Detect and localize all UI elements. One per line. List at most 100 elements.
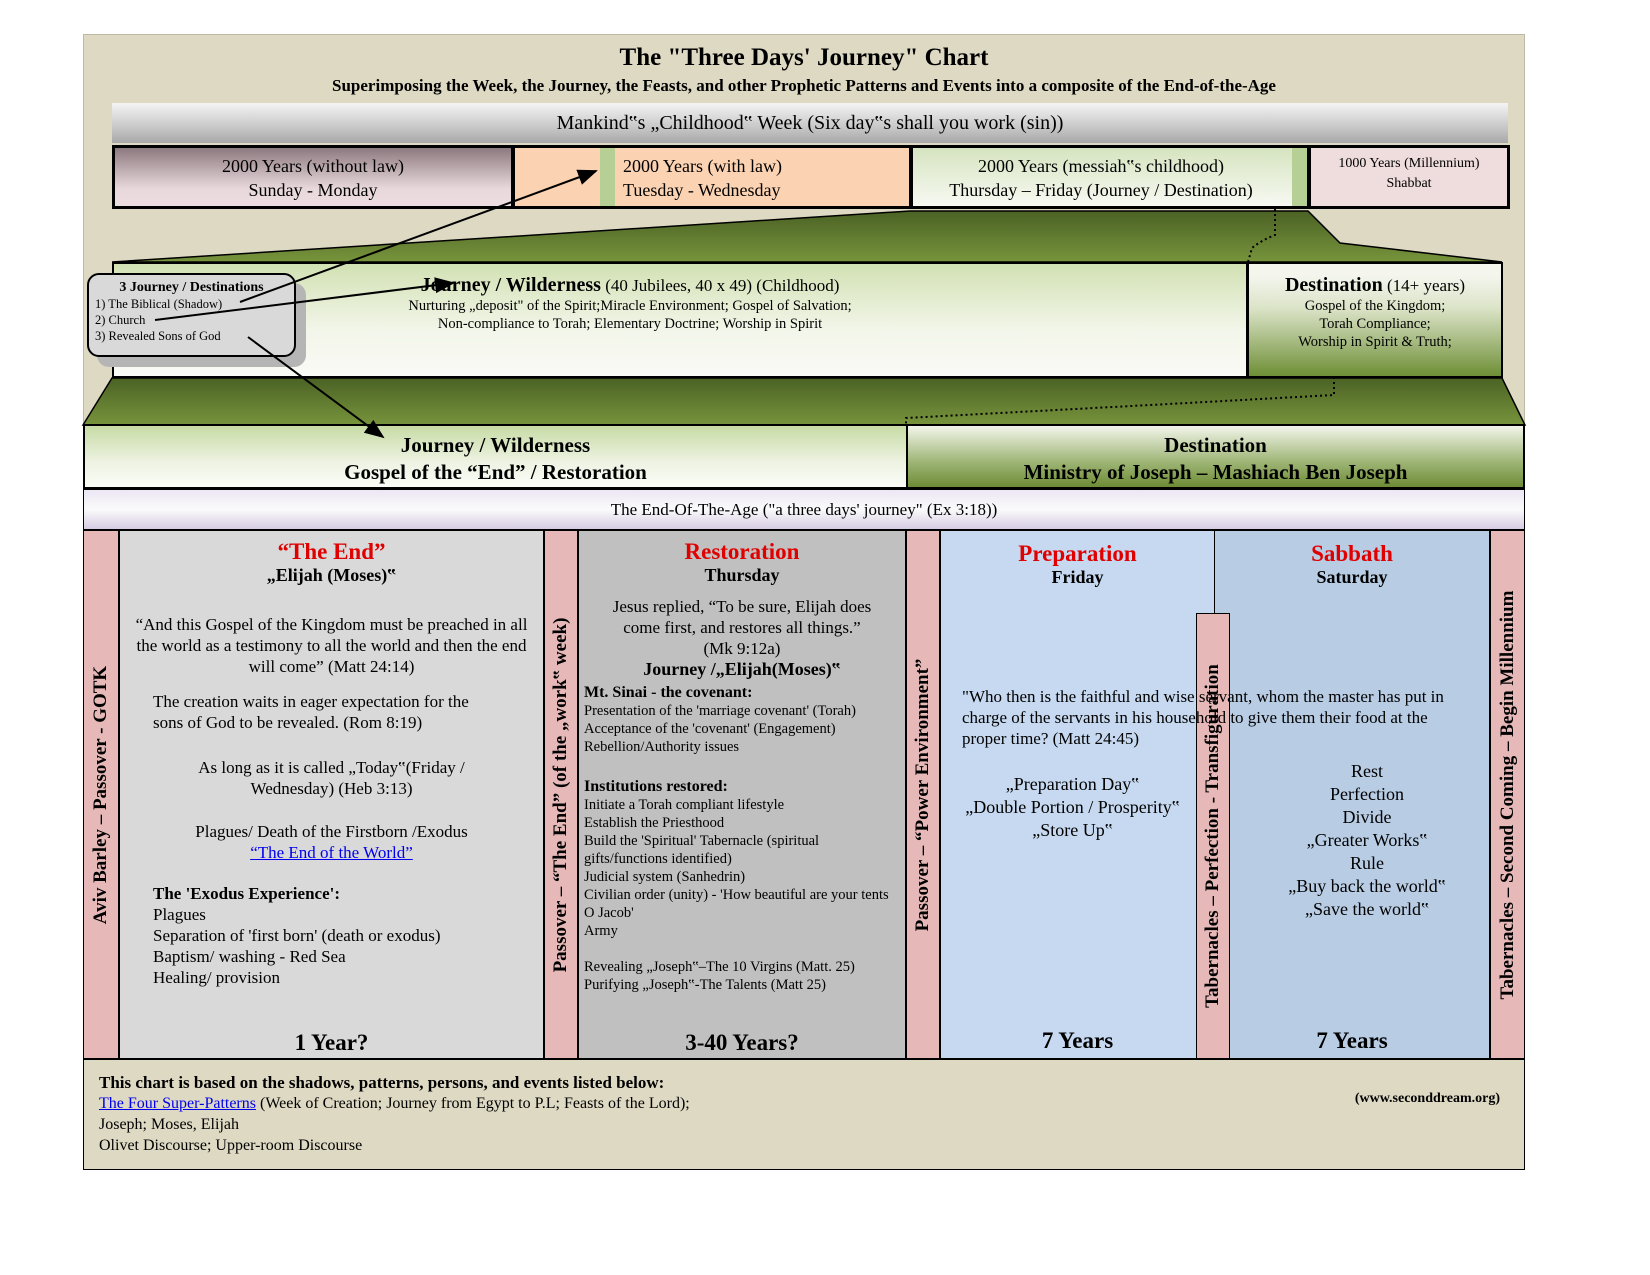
era-line: 1000 Years (Millennium): [1338, 156, 1480, 171]
exodus-item: Plagues: [153, 905, 206, 924]
strip-passover-power: Passover – “Power Environment”: [906, 530, 940, 1059]
chart-subtitle: Superimposing the Week, the Journey, the…: [332, 76, 1276, 95]
lower-funnel: [81, 377, 1527, 426]
institutions-title: Institutions restored:: [584, 778, 728, 795]
column-title: Sabbath: [1311, 541, 1393, 566]
column-subtitle: Thursday: [704, 565, 780, 585]
institution-item: Civilian order (unity) - 'How beautiful …: [584, 887, 889, 921]
end-of-world-link[interactable]: “The End of the World”: [250, 843, 413, 862]
joseph-item: Purifying „Joseph‟-The Talents (Matt 25): [584, 977, 826, 993]
sinai-item: Rebellion/Authority issues: [584, 739, 740, 755]
sabbath-item: Rest: [1350, 761, 1383, 781]
journey-title-suffix: (40 Jubilees, 40 x 49) (Childhood): [600, 276, 840, 295]
strip-label: Aviv Barley – Passover - GOTK: [90, 665, 111, 924]
strip-label: Passover – “Power Environment”: [912, 658, 933, 931]
era-line: Tuesday - Wednesday: [623, 180, 781, 200]
strip-tabernacles-second-coming: Tabernacles – Second Coming – Begin Mill…: [1490, 530, 1525, 1059]
institution-item: Initiate a Torah compliant lifestyle: [584, 797, 785, 813]
destination-box: Destination (14+ years) Gospel of the Ki…: [1247, 262, 1503, 378]
column-title: Preparation: [1018, 541, 1137, 566]
duration: 7 Years: [1041, 1028, 1114, 1053]
strip-passover-end: Passover – “The End” (of the „work‟ week…: [544, 530, 578, 1059]
footer-title: This chart is based on the shadows, patt…: [99, 1073, 665, 1092]
column-title: “The End”: [277, 539, 386, 564]
green-marker: [600, 148, 615, 206]
sabbath-item: „Buy back the world‟: [1288, 876, 1446, 896]
column-restoration: Restoration Thursday Jesus replied, “To …: [578, 530, 906, 1059]
callout-title: 3 Journey / Destinations: [119, 280, 264, 295]
strip-label: Tabernacles – Second Coming – Begin Mill…: [1496, 590, 1518, 999]
green-marker: [1292, 148, 1307, 206]
footer-sources: This chart is based on the shadows, patt…: [83, 1059, 1525, 1170]
exodus-item: Healing/ provision: [153, 968, 281, 987]
header-line: Ministry of Joseph – Mashiach Ben Joseph: [1023, 460, 1408, 484]
callout-item: 3) Revealed Sons of God: [95, 329, 221, 343]
duration: 3-40 Years?: [685, 1030, 799, 1055]
duration: 7 Years: [1316, 1028, 1388, 1053]
column-subtitle: Friday: [1051, 567, 1104, 587]
header-line: Gospel of the “End” / Restoration: [344, 460, 647, 484]
strip-label: Passover – “The End” (of the „work‟ week…: [550, 617, 571, 972]
callout-item: 2) Church: [95, 313, 146, 327]
column-title: Restoration: [684, 539, 800, 564]
column-preparation: Preparation Friday „Preparation Day‟ „Do…: [940, 530, 1215, 1059]
end-of-age-bar: The End-Of-The-Age ("a three days' journ…: [83, 489, 1525, 530]
plagues-text: Plagues/ Death of the Firstborn /Exodus: [195, 822, 468, 841]
quote-ref: (Mk 9:12a): [703, 639, 781, 658]
footer-line: Olivet Discourse; Upper-room Discourse: [99, 1137, 363, 1154]
era-line: 2000 Years (messiah‟s childhood): [978, 156, 1224, 176]
header-line: Destination: [1164, 433, 1267, 457]
strip-tabernacles-transfiguration: Tabernacles – Perfection - Transfigurati…: [1196, 613, 1230, 1059]
journey-elijah: Journey /„Elijah(Moses)‟: [643, 659, 841, 679]
journey-destinations-callout: 3 Journey / Destinations 1) The Biblical…: [87, 273, 296, 357]
duration: 1 Year?: [294, 1030, 369, 1055]
dotted-connector: [905, 209, 1335, 425]
strip-aviv-barley: Aviv Barley – Passover - GOTK: [83, 530, 119, 1059]
institution-item: Army: [584, 923, 618, 939]
quote-matt-24-14: “And this Gospel of the Kingdom must be …: [135, 615, 528, 676]
sabbath-item: „Greater Works‟: [1306, 830, 1428, 850]
exodus-item: Baptism/ washing - Red Sea: [153, 947, 346, 966]
callout-item: 1) The Biblical (Shadow): [95, 297, 223, 311]
column-sabbath: Sabbath Saturday Rest Perfection Divide …: [1214, 530, 1490, 1059]
destination-title: Destination: [1284, 274, 1383, 296]
preparation-item: „Double Portion / Prosperity‟: [965, 797, 1180, 817]
sinai-item: Acceptance of the 'covenant' (Engagement…: [584, 721, 836, 737]
week-bar: Mankind‟s „Childhood‟ Week (Six day‟s sh…: [112, 103, 1508, 143]
sabbath-item: Rule: [1350, 853, 1384, 873]
institution-item: Build the 'Spiritual' Tabernacle (spirit…: [584, 833, 820, 867]
journey-line: Non-compliance to Torah; Elementary Doct…: [437, 316, 823, 332]
footer-line: (Week of Creation; Journey from Egypt to…: [255, 1095, 690, 1112]
institution-item: Judicial system (Sanhedrin): [584, 869, 746, 885]
joseph-item: Revealing „Joseph‟–The 10 Virgins (Matt.…: [584, 959, 855, 975]
era-line: Shabbat: [1386, 176, 1432, 191]
chart-title: The "Three Days' Journey" Chart: [619, 44, 989, 71]
sabbath-item: Perfection: [1330, 784, 1404, 804]
sinai-title: Mt. Sinai - the covenant:: [584, 684, 753, 701]
exodus-item: Separation of 'first born' (death or exo…: [153, 926, 441, 945]
institution-item: Establish the Priesthood: [584, 815, 725, 831]
destination-line: Gospel of the Kingdom;: [1304, 298, 1446, 314]
super-patterns-link[interactable]: The Four Super-Patterns: [99, 1095, 256, 1112]
quote-rom-8-19: The creation waits in eager expectation …: [153, 692, 469, 732]
era-messiah-childhood: 2000 Years (messiah‟s childhood) Thursday…: [910, 145, 1310, 209]
era-line: Thursday – Friday (Journey / Destination…: [949, 180, 1253, 200]
column-subtitle: „Elijah (Moses)‟: [266, 565, 397, 585]
column-subtitle: Saturday: [1316, 567, 1388, 587]
era-millennium: 1000 Years (Millennium) Shabbat: [1308, 145, 1510, 209]
destination-title-suffix: (14+ years): [1382, 276, 1466, 295]
destination-line: Torah Compliance;: [1319, 316, 1431, 332]
sinai-item: Presentation of the 'marriage covenant' …: [584, 703, 856, 719]
quote-heb-3-13: As long as it is called „Today‟(Friday /…: [198, 758, 465, 798]
header-line: Journey / Wilderness: [400, 433, 591, 457]
destination-line: Worship in Spirit & Truth;: [1298, 334, 1452, 350]
quote-mk-9-12: Jesus replied, “To be sure, Elijah does …: [612, 597, 872, 637]
exodus-title: The 'Exodus Experience':: [153, 884, 341, 903]
preparation-item: „Store Up‟: [1032, 820, 1113, 840]
sabbath-item: Divide: [1342, 807, 1392, 827]
upper-funnel: [111, 210, 1503, 263]
column-the-end: “The End” „Elijah (Moses)‟ “And this Gos…: [119, 530, 544, 1059]
footer-line: Joseph; Moses, Elijah: [99, 1116, 239, 1133]
journey-title: Journey / Wilderness: [420, 274, 601, 296]
